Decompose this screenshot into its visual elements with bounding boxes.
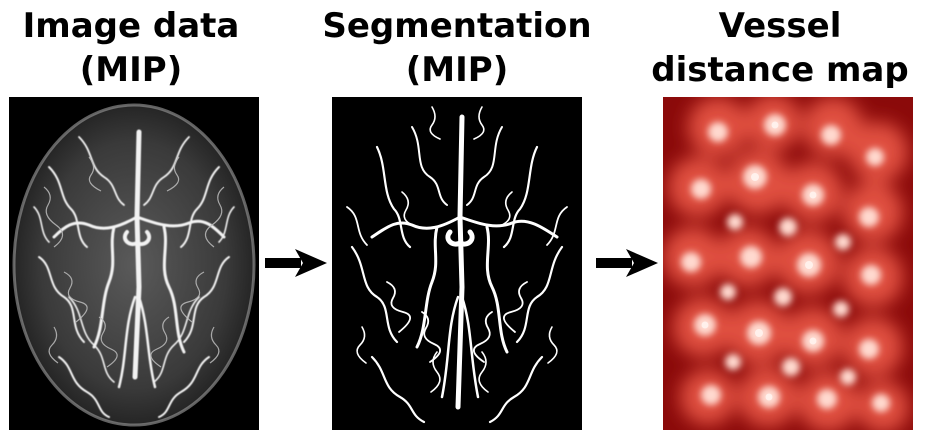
segmentation-mip-image [332,97,582,430]
vessel-distance-map-panel [663,97,913,430]
arrow-right-icon [265,249,327,277]
distance-map-title-line2: distance map [651,50,909,90]
image-data-mip-panel [9,97,259,430]
segmentation-title-line1: Segmentation [322,6,592,46]
image-data-mip-image [9,97,259,430]
image-data-title-line2: (MIP) [79,50,183,90]
segmentation-title: Segmentation (MIP) [312,4,602,92]
image-data-title: Image data (MIP) [12,4,250,92]
vessel-distance-map-image [663,97,913,430]
distance-map-title-line1: Vessel [718,6,842,46]
segmentation-mip-panel [332,97,582,430]
distance-map-title: Vessel distance map [630,4,930,92]
segmentation-title-line2: (MIP) [405,50,509,90]
image-data-title-line1: Image data [22,6,240,46]
arrow-right-icon [596,249,658,277]
